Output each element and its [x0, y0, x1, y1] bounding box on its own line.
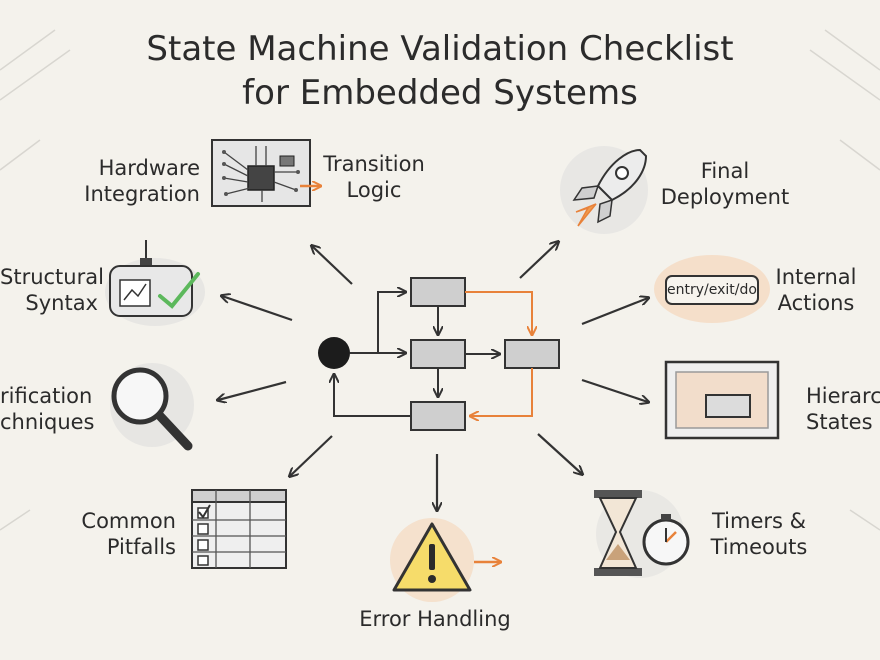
corner-sketch-lines	[0, 29, 880, 531]
hardware-integration-label: Hardware Integration	[84, 156, 200, 206]
initial-state-dot	[318, 337, 350, 369]
transition-init-to-top	[377, 292, 405, 353]
page-title-line1: State Machine Validation Checklist	[146, 29, 734, 69]
verification-techniques-label: rification chniques	[0, 384, 95, 434]
common-pitfalls-label: Common Pitfalls	[81, 509, 176, 559]
chip-icon	[211, 139, 320, 207]
checkmark-device-icon	[105, 240, 205, 326]
error-handling-label: Error Handling	[359, 607, 511, 631]
page-title-line2: for Embedded Systems	[242, 73, 638, 113]
checklist-icon	[191, 489, 287, 569]
timers-timeouts-label: Timers & Timeouts	[710, 509, 808, 559]
state-box-right	[504, 339, 560, 369]
nested-states-icon	[664, 360, 780, 440]
magnifier-icon	[110, 363, 194, 451]
hourglass-stopwatch-icon	[594, 490, 690, 578]
hierarchical-states-label: Hierarc States	[806, 384, 880, 434]
transition-bottom-to-init	[334, 375, 411, 417]
internal-actions-badge-frame	[654, 255, 770, 323]
structural-syntax-label: Structural Syntax	[0, 265, 104, 315]
transition-logic-label: Transition Logic	[323, 152, 425, 202]
state-box-bottom	[410, 401, 466, 431]
internal-actions-badge: entry/exit/do	[667, 282, 757, 298]
central-state-machine	[318, 277, 560, 431]
rocket-icon	[560, 146, 648, 234]
radial-arrows	[218, 242, 648, 510]
internal-actions-label: Internal Actions	[775, 265, 857, 315]
transition-right-to-bottom	[471, 368, 533, 416]
final-deployment-label: Final Deployment	[660, 159, 790, 209]
transition-top-to-right	[465, 291, 532, 334]
state-box-top	[410, 277, 466, 307]
warning-icon	[390, 518, 500, 602]
state-box-center	[410, 339, 466, 369]
